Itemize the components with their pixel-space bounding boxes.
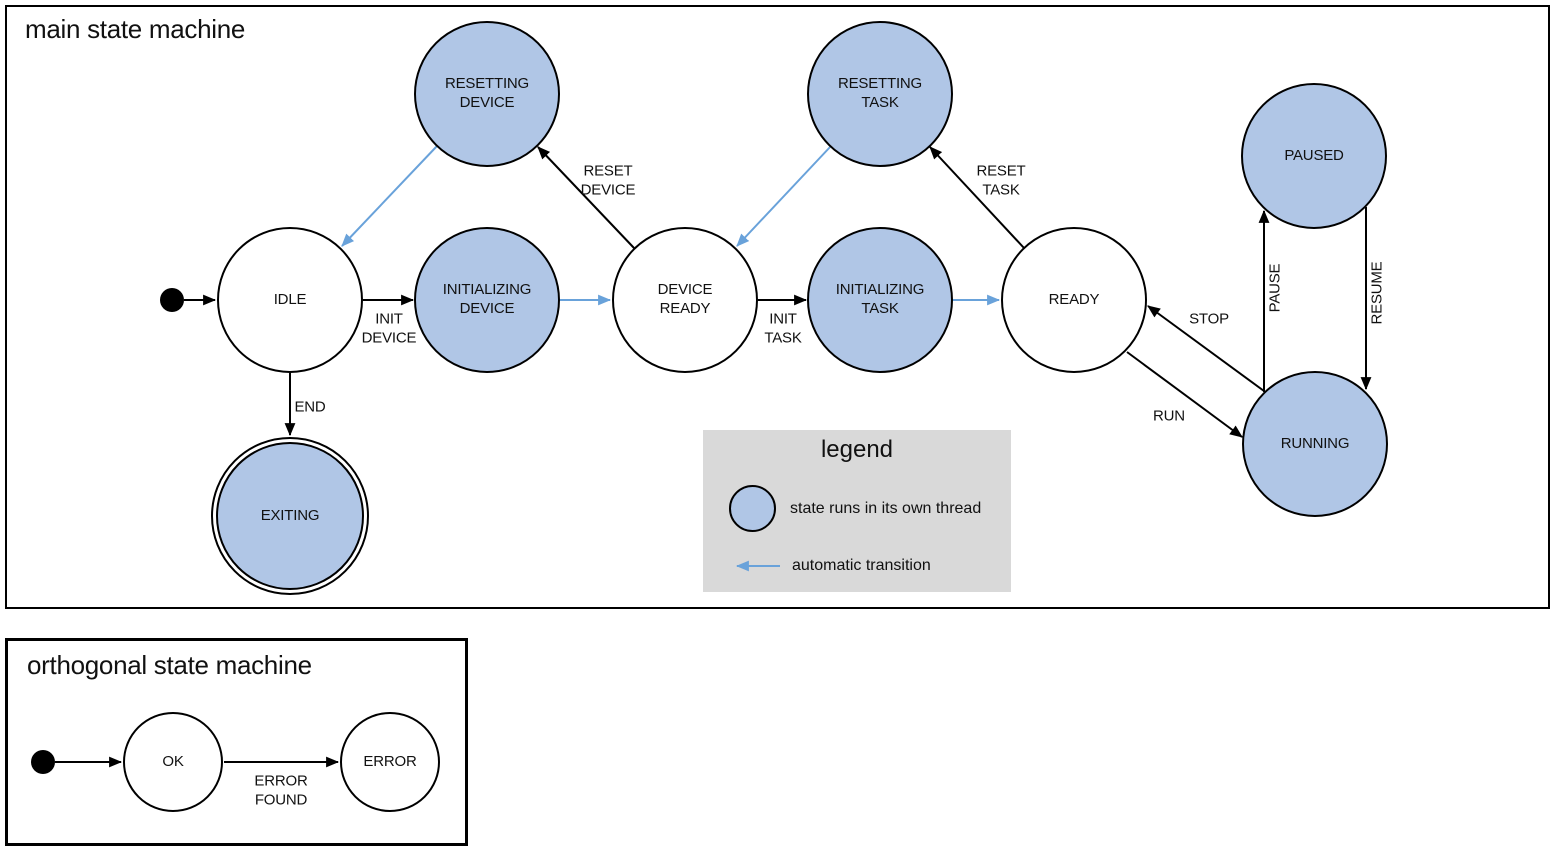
- state-ready: READY: [1001, 227, 1147, 373]
- state-idle-label: IDLE: [273, 290, 307, 308]
- transition-label-reset-task: RESET TASK: [976, 162, 1026, 198]
- state-ok-label: OK: [162, 752, 184, 770]
- legend-item-threaded-label: state runs in its own thread: [790, 500, 982, 517]
- state-resetting-task: RESETTING TASK: [807, 21, 953, 167]
- state-initializing-device-label: INITIALIZING DEVICE: [442, 281, 532, 317]
- transition-label-error-found: ERROR FOUND: [254, 772, 308, 808]
- state-exiting: EXITING: [211, 437, 369, 595]
- state-resetting-task-label: RESETTING TASK: [837, 75, 923, 111]
- state-ready-label: READY: [1048, 290, 1100, 308]
- transition-label-init-task: INIT TASK: [764, 310, 802, 346]
- state-resetting-device: RESETTING DEVICE: [414, 21, 560, 167]
- state-running-label: RUNNING: [1280, 434, 1350, 452]
- legend-title: legend: [820, 436, 894, 463]
- transition-label-run: RUN: [1153, 407, 1185, 425]
- state-error: ERROR: [340, 712, 440, 812]
- orthogonal-panel-title: orthogonal state machine: [27, 650, 312, 680]
- transition-label-pause: PAUSE: [1266, 263, 1284, 313]
- state-initializing-task-label: INITIALIZING TASK: [835, 281, 925, 317]
- transition-label-init-device: INIT DEVICE: [361, 310, 417, 346]
- state-device-ready-label: DEVICE READY: [657, 281, 713, 317]
- transition-label-stop: STOP: [1189, 310, 1229, 328]
- state-running: RUNNING: [1242, 371, 1388, 517]
- state-resetting-device-label: RESETTING DEVICE: [444, 75, 530, 111]
- main-panel-title: main state machine: [25, 14, 246, 44]
- state-device-ready: DEVICE READY: [612, 227, 758, 373]
- state-idle: IDLE: [217, 227, 363, 373]
- transition-label-resume: RESUME: [1368, 261, 1386, 325]
- state-error-label: ERROR: [363, 752, 417, 770]
- state-exiting-inner-circle: EXITING: [216, 442, 364, 590]
- initial-state-dot: [160, 288, 184, 312]
- legend-item-auto-transition-label: automatic transition: [792, 557, 931, 574]
- state-ok: OK: [123, 712, 223, 812]
- state-paused: PAUSED: [1241, 83, 1387, 229]
- state-initializing-task: INITIALIZING TASK: [807, 227, 953, 373]
- state-paused-label: PAUSED: [1284, 146, 1344, 164]
- state-initializing-device: INITIALIZING DEVICE: [414, 227, 560, 373]
- state-exiting-label: EXITING: [260, 506, 320, 524]
- threaded-state-icon: [729, 485, 776, 532]
- legend-box: legend state runs in its own thread auto…: [703, 430, 1011, 592]
- transition-label-end: END: [294, 398, 326, 416]
- transition-label-reset-device: RESET DEVICE: [580, 162, 636, 198]
- initial-state-dot-orthogonal: [31, 750, 55, 774]
